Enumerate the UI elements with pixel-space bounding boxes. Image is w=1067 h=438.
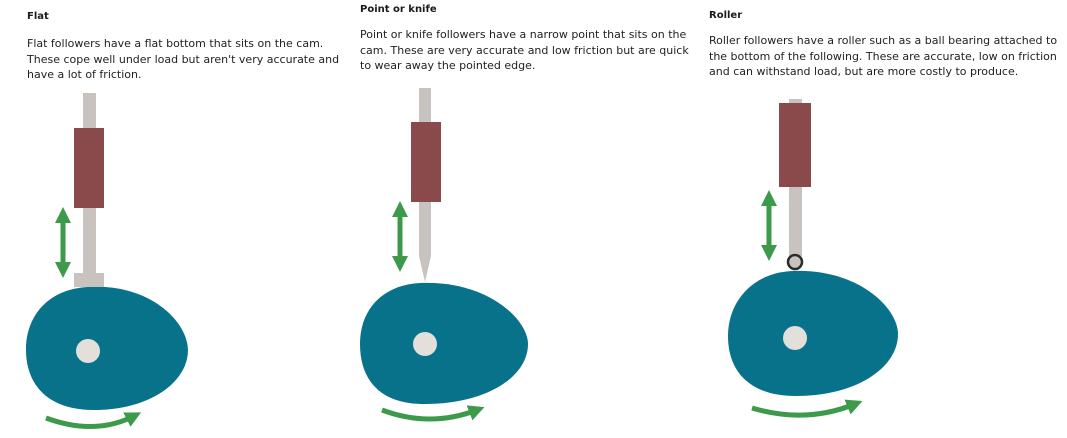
point-cam xyxy=(360,282,528,404)
roller-wheel xyxy=(786,253,804,271)
roller-cam xyxy=(728,270,898,396)
point-cam-axle xyxy=(413,332,437,356)
roller-follower-panel: Roller Roller followers have a roller su… xyxy=(705,0,1067,438)
flat-cam-axle xyxy=(76,339,100,363)
flat-guide-block xyxy=(74,128,104,208)
roller-cam-axle xyxy=(783,326,807,350)
flat-follower-diagram xyxy=(26,93,188,429)
roller-description: Roller followers have a roller such as a… xyxy=(709,34,1058,78)
flat-description: Flat followers have a flat bottom that s… xyxy=(27,37,340,81)
flat-rotation-arrow-icon xyxy=(45,412,142,429)
point-rotation-arrow-icon xyxy=(381,405,485,422)
point-follower-diagram xyxy=(360,88,528,422)
roller-title: Roller xyxy=(709,10,743,21)
flat-follower-panel: Flat Flat followers have a flat bottom t… xyxy=(0,0,355,438)
flat-follower-foot xyxy=(74,273,104,287)
roller-follower-diagram xyxy=(728,99,898,418)
roller-guide-block xyxy=(779,103,811,187)
point-title: Point or knife xyxy=(360,4,437,15)
flat-title: Flat xyxy=(27,11,49,22)
point-follower-panel: Point or knife Point or knife followers … xyxy=(355,0,705,438)
roller-rotation-arrow-icon xyxy=(751,399,863,418)
flat-cam xyxy=(26,286,188,410)
point-guide-block xyxy=(411,122,441,202)
point-description: Point or knife followers have a narrow p… xyxy=(360,28,689,72)
